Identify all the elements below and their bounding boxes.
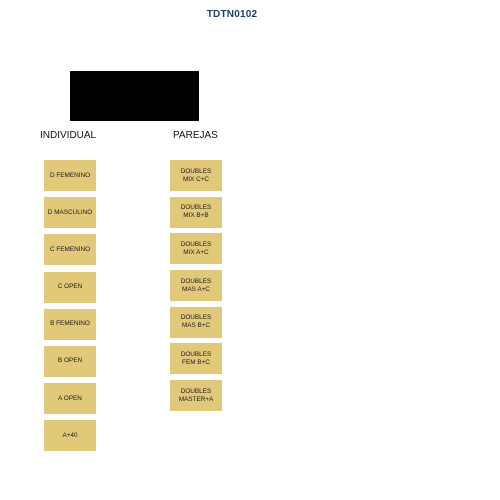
doubles-mix-a-c-button[interactable]: DOUBLES MIX A+C: [170, 233, 222, 265]
doubles-mas-b-c-button[interactable]: DOUBLES MAS B+C: [170, 306, 222, 338]
d-masculino-button[interactable]: D MASCULINO: [44, 197, 96, 229]
doubles-mix-c-c-button[interactable]: DOUBLES MIX C+C: [170, 160, 222, 191]
c-femenino-button[interactable]: C FEMENINO: [44, 234, 96, 266]
parejas-heading: PAREJAS: [173, 130, 218, 141]
a-plus-40-button[interactable]: A+40: [44, 420, 96, 452]
doubles-master-a-button[interactable]: DOUBLES MASTER+A: [170, 380, 222, 412]
b-open-button[interactable]: B OPEN: [44, 345, 96, 377]
page-title: TDTN0102: [206, 9, 258, 20]
doubles-fem-b-c-button[interactable]: DOUBLES FEM B+C: [170, 343, 222, 375]
a-open-button[interactable]: A OPEN: [44, 383, 96, 415]
c-open-button[interactable]: C OPEN: [44, 271, 96, 303]
parejas-button-list: DOUBLES MIX C+C DOUBLES MIX B+B DOUBLES …: [170, 160, 222, 417]
b-femenino-button[interactable]: B FEMENINO: [44, 308, 96, 340]
d-femenino-button[interactable]: D FEMENINO: [44, 160, 96, 191]
logo-image: [70, 71, 199, 121]
doubles-mas-a-c-button[interactable]: DOUBLES MAS A+C: [170, 270, 222, 302]
individual-button-list: D FEMENINO D MASCULINO C FEMENINO C OPEN…: [44, 160, 96, 458]
doubles-mix-b-b-button[interactable]: DOUBLES MIX B+B: [170, 196, 222, 228]
individual-heading: INDIVIDUAL: [40, 130, 97, 141]
